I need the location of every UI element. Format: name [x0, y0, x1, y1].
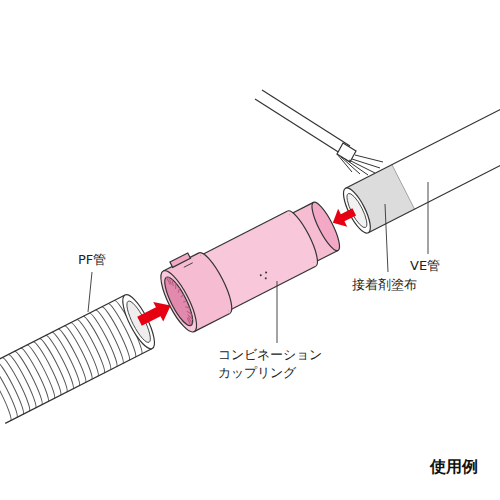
- part-label: PF管: [78, 251, 106, 269]
- pf-pipe: [0, 291, 160, 423]
- part-label: コンビネーション カップリング: [218, 346, 336, 381]
- adhesive-brush: [255, 90, 383, 175]
- part-label: 接着剤塗布: [352, 276, 417, 294]
- insert-arrow: [135, 296, 176, 331]
- leader-line: [88, 182, 428, 343]
- part-label: VE管: [410, 257, 440, 275]
- coupling: [152, 188, 347, 336]
- insert-arrow: [328, 203, 358, 232]
- caption: 使用例: [430, 457, 478, 478]
